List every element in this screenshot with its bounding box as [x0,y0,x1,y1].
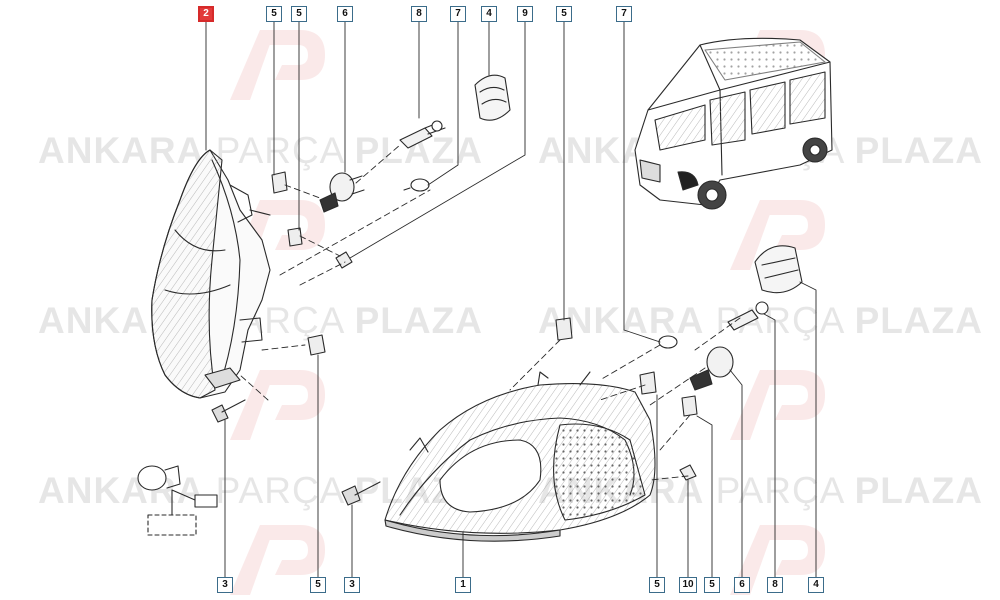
callout-9[interactable]: 9 [517,6,533,22]
callout-5[interactable]: 5 [649,577,665,593]
side-bulb-part-8-right [727,301,769,331]
callout-5[interactable]: 5 [310,577,326,593]
callout-5[interactable]: 5 [704,577,720,593]
callout-7[interactable]: 7 [616,6,632,22]
watermark-logo-icon [230,525,325,595]
left-headlamp-side-view [151,149,271,399]
bulb-h4-part-6 [319,172,365,213]
watermark-logo-icon [730,370,825,440]
small-bulb-part-7 [403,178,430,192]
callout-4[interactable]: 4 [481,6,497,22]
callout-3[interactable]: 3 [344,577,360,593]
callout-3[interactable]: 3 [217,577,233,593]
callout-2[interactable]: 2 [198,6,214,22]
callout-5[interactable]: 5 [266,6,282,22]
clip-part-5 [271,171,303,247]
indicator-bulb-bottom-left [137,465,218,536]
callout-6[interactable]: 6 [337,6,353,22]
screw-part-3-right [341,481,381,506]
clip-part-5-right [555,317,698,417]
callout-8[interactable]: 8 [767,577,783,593]
watermark-logo-icon [230,30,325,100]
screw-part-3-left [211,399,246,423]
callout-6[interactable]: 6 [734,577,750,593]
assembly-lines-top [239,144,431,401]
callout-8[interactable]: 8 [411,6,427,22]
small-bulb-part-7-right [658,335,678,349]
callout-7[interactable]: 7 [450,6,466,22]
dust-cap-part-4-right [754,245,803,294]
clip-part-10 [679,464,697,481]
clip-part-5-lower [307,334,326,356]
right-headlamp-main-view [384,371,656,542]
callout-5[interactable]: 5 [291,6,307,22]
assembly-lines-bottom [509,317,741,481]
callout-4[interactable]: 4 [808,577,824,593]
leader-lines [205,21,817,579]
callout-10[interactable]: 10 [679,577,697,593]
watermark-logo-icon [230,370,325,440]
bulb-h4-part-6-right [689,346,734,391]
dust-cap-part-4 [474,74,511,121]
van-illustration [634,37,833,210]
callout-1[interactable]: 1 [455,577,471,593]
watermark-logo-icon [730,200,825,270]
callout-5[interactable]: 5 [556,6,572,22]
side-bulb-part-8 [399,120,446,149]
